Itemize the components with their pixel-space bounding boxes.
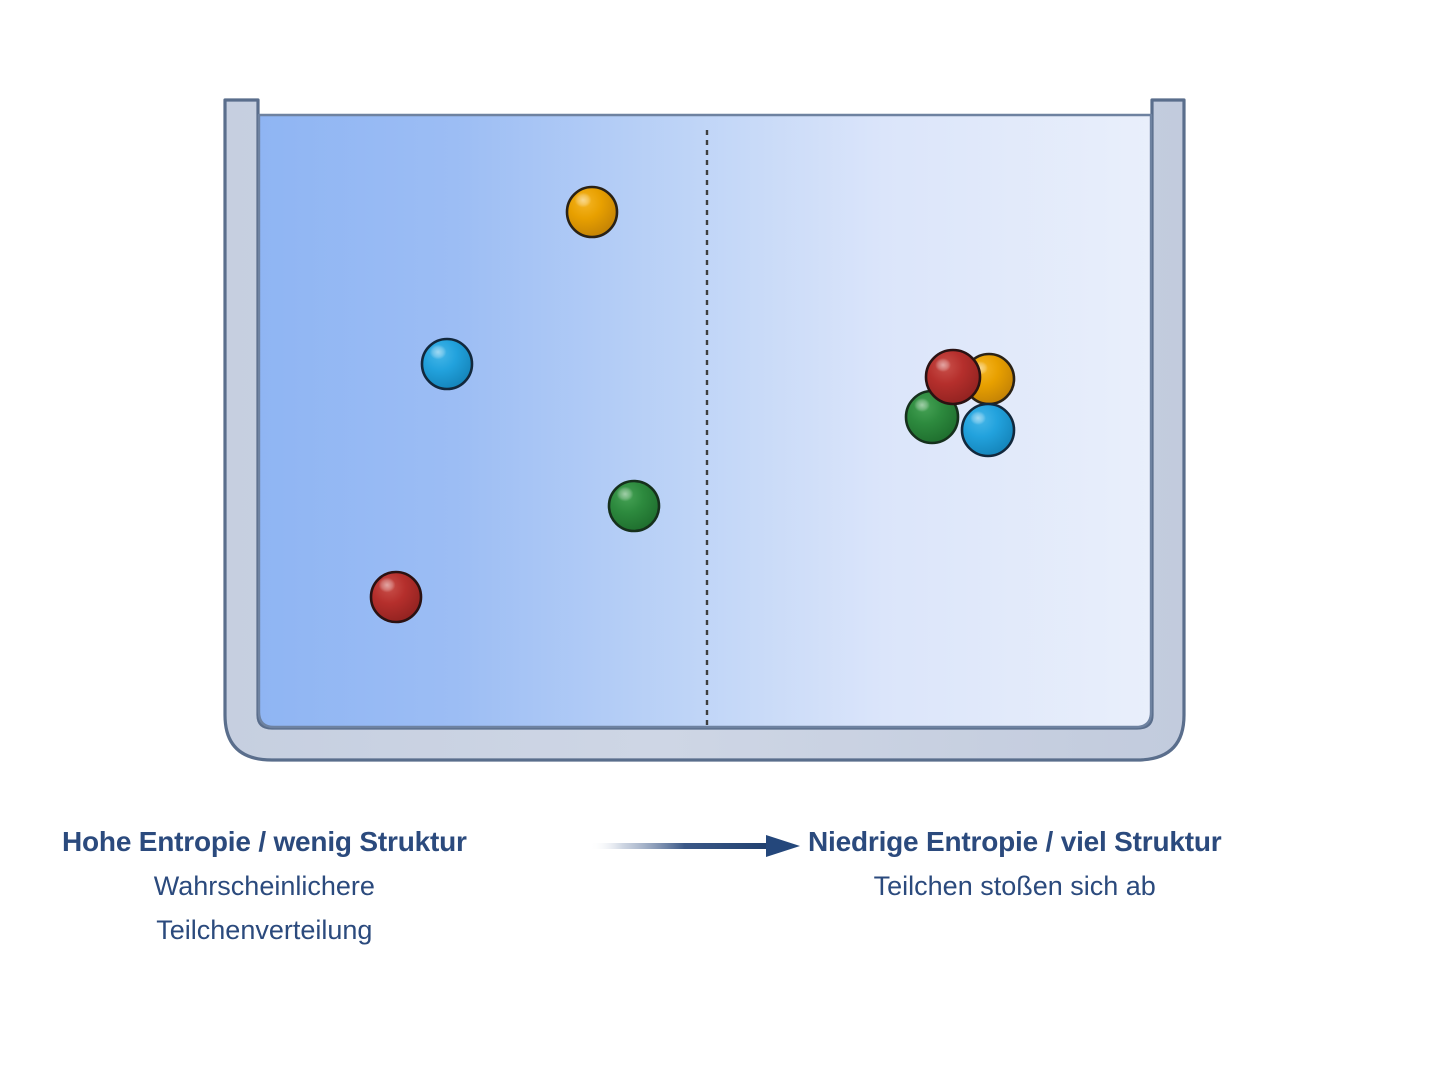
right-caption-sub: Teilchen stoßen sich ab [808,865,1221,909]
particle-orange-left [565,185,619,239]
chamber-fill [257,113,1153,729]
particle-group-left [369,185,661,624]
beaker-walls [223,98,1186,762]
left-caption-block: Hohe Entropie / wenig Struktur Wahrschei… [62,826,467,952]
right-caption-heading: Niedrige Entropie / viel Struktur [808,826,1222,857]
transition-arrow-glyph [590,835,800,857]
left-caption-heading: Hohe Entropie / wenig Struktur [62,826,467,857]
particle-group-right [904,348,1016,458]
transition-arrow [590,833,802,859]
left-caption-sub-line1: Wahrscheinlichere [153,871,375,901]
right-caption-sub-line1: Teilchen stoßen sich ab [873,871,1156,901]
particle-red-cluster [924,348,982,406]
particle-red-left [369,570,423,624]
right-caption-block: Niedrige Entropie / viel Struktur Teilch… [808,826,1222,909]
left-caption-sub: Wahrscheinlichere Teilchenverteilung [62,865,467,952]
left-caption-sub-line2: Teilchenverteilung [156,914,373,945]
particle-green-left [607,479,661,533]
particle-blue-cluster [960,402,1016,458]
particle-blue-left [420,337,474,391]
